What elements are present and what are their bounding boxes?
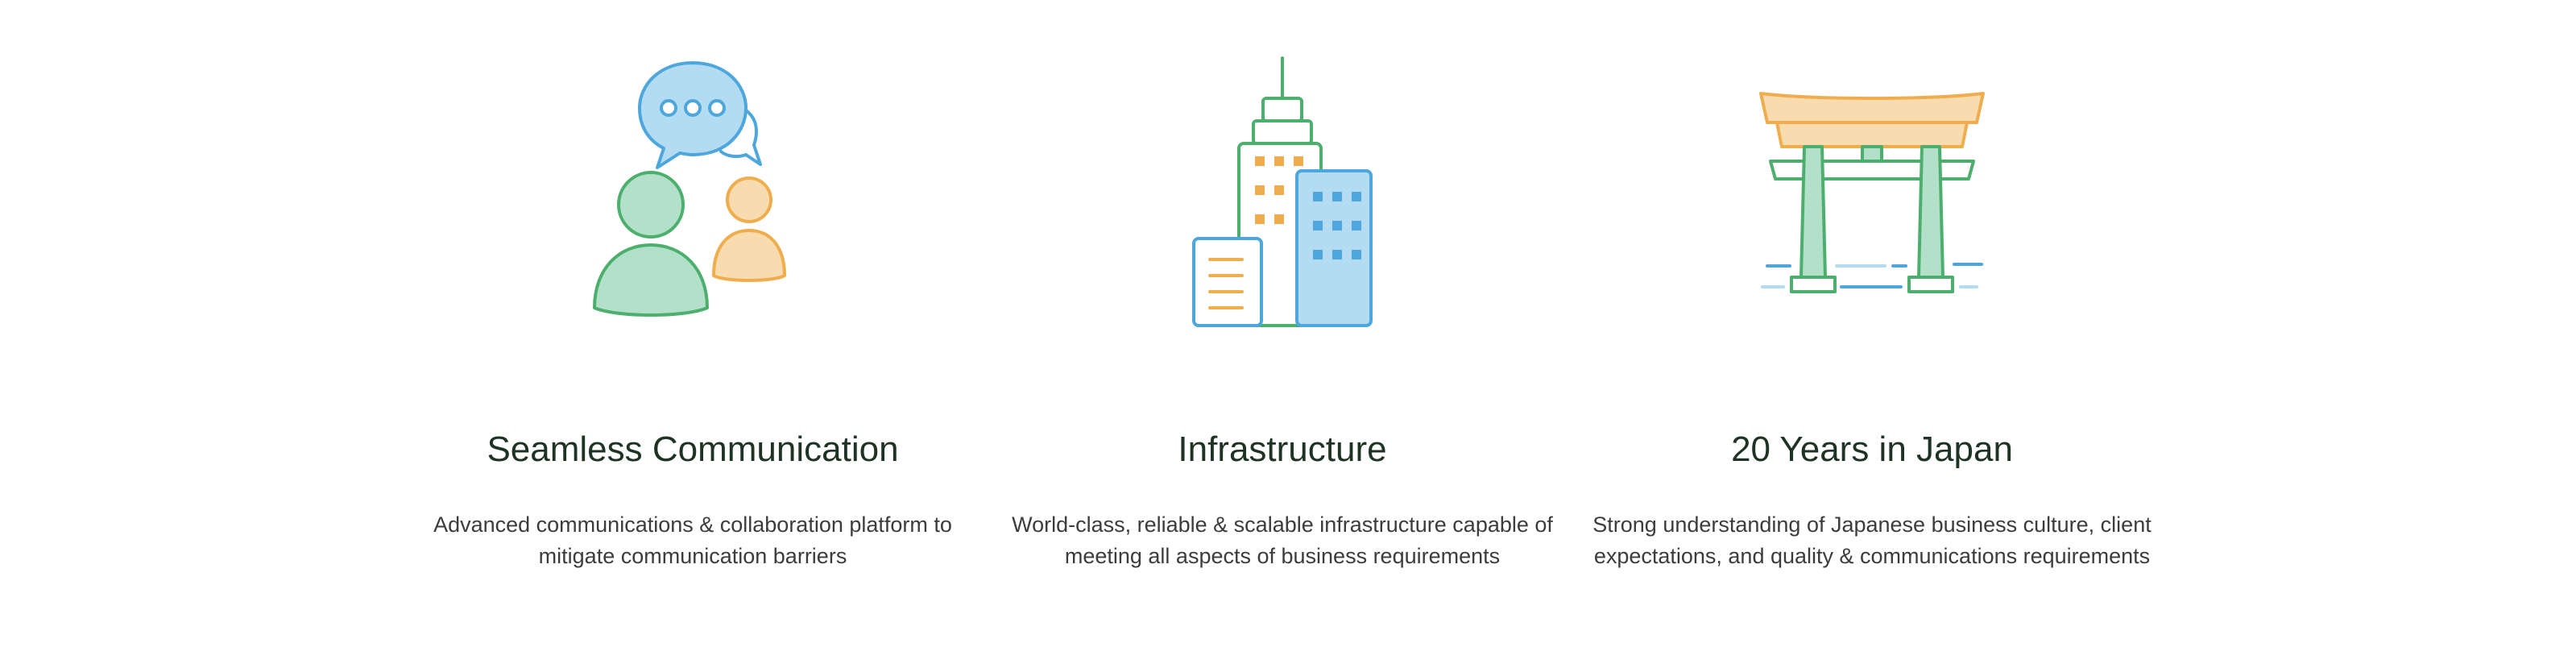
feature-description: World-class, reliable & scalable infrast… (1012, 513, 1553, 568)
buildings-icon (1192, 56, 1373, 327)
torii-gate-icon (1759, 92, 1985, 293)
feature-title: Seamless Communication (487, 430, 899, 469)
people-chat-icon (593, 61, 786, 317)
feature-title: Infrastructure (1178, 430, 1387, 469)
feature-title: 20 Years in Japan (1731, 430, 2013, 469)
feature-description: Strong understanding of Japanese busines… (1592, 513, 2151, 568)
feature-description: Advanced communications & collaboration … (433, 513, 952, 568)
